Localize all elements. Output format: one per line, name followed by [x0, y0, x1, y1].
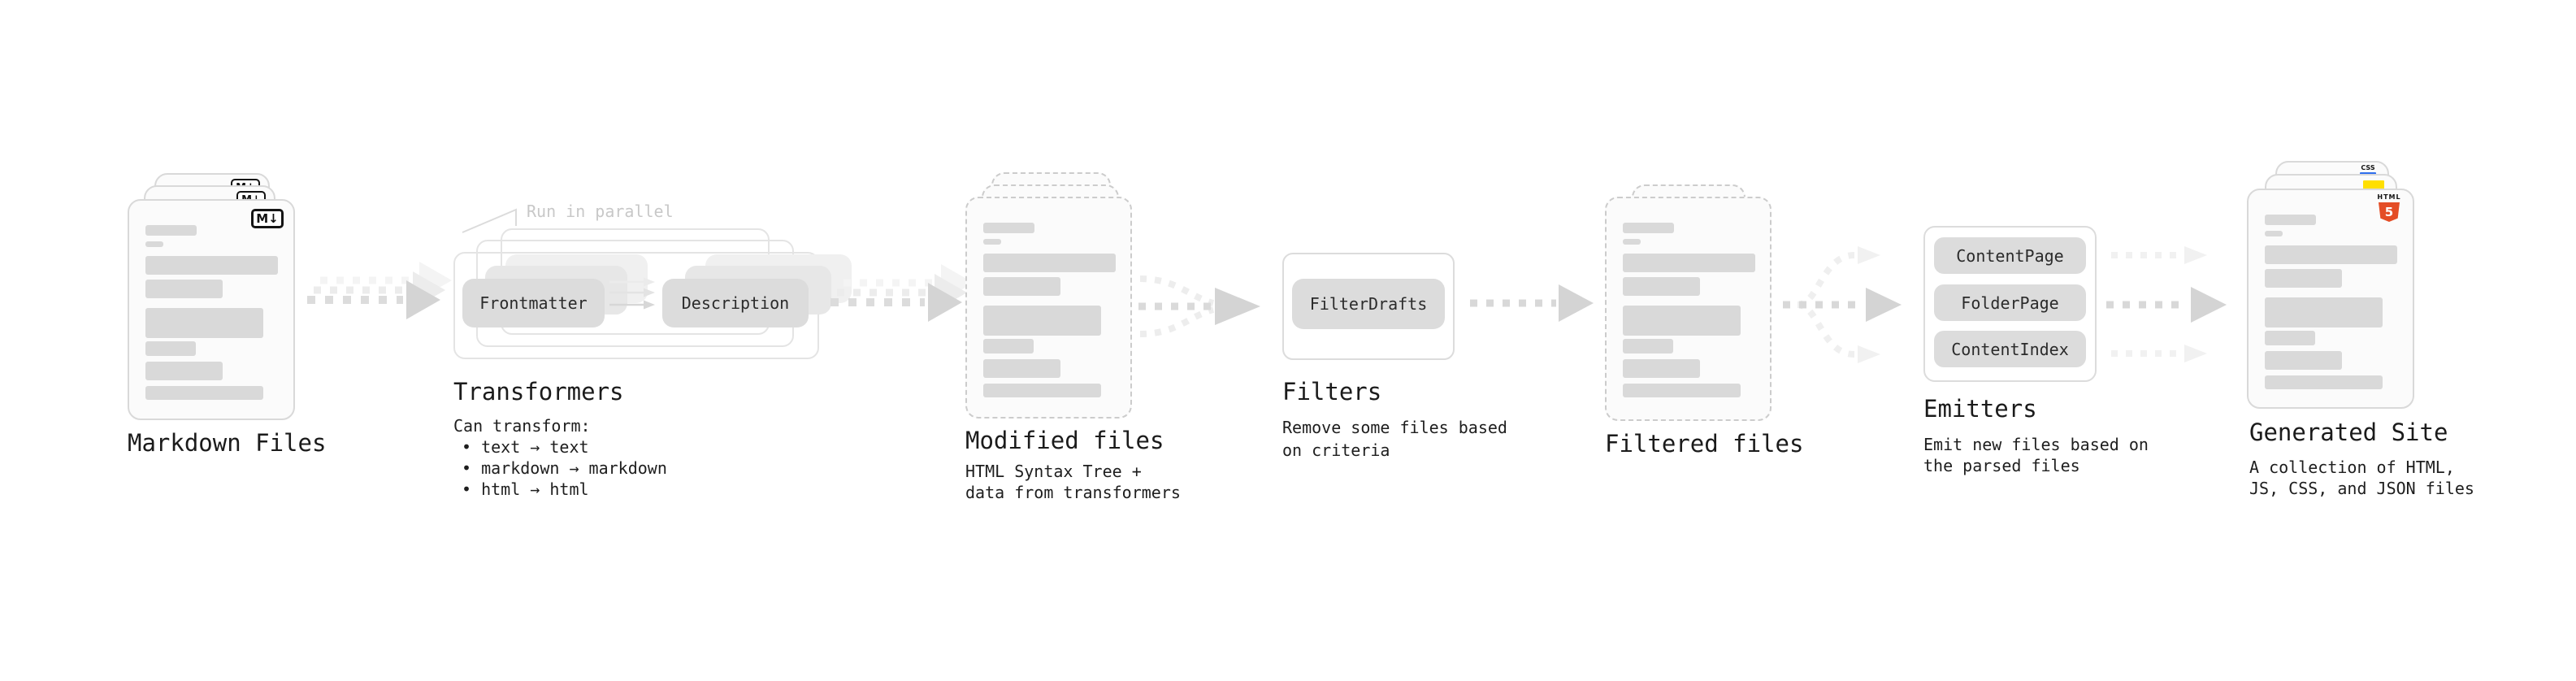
filtered-files-label: Filtered files — [1605, 430, 1804, 458]
frontmatter-pill: Frontmatter — [462, 279, 605, 327]
description-pill: Description — [662, 279, 809, 327]
arrow-filtered-to-emitters — [1783, 246, 1902, 363]
callout-line — [462, 208, 517, 233]
css-file-icon: CSS — [2360, 164, 2376, 175]
bullet-item: • markdown → markdown — [462, 458, 667, 478]
bullet-item: • text → text — [462, 437, 589, 457]
bullet-item: • html → html — [462, 479, 589, 499]
transformers-description: Can transform: • text → text • markdown … — [453, 416, 667, 499]
generated-card-front: HTML 5 — [2247, 189, 2414, 409]
skeleton-bar — [2265, 297, 2383, 327]
run-in-parallel-note: Run in parallel — [527, 202, 674, 221]
skeleton-bar — [145, 241, 163, 247]
modified-files-label: Modified files — [965, 427, 1164, 454]
skeleton-bar — [983, 384, 1101, 397]
skeleton-bar — [145, 341, 196, 356]
html5-icon: HTML 5 — [2377, 194, 2401, 222]
markdown-files-label: Markdown Files — [128, 429, 327, 457]
skeleton-bar — [2265, 231, 2283, 236]
skeleton-bar — [983, 306, 1101, 336]
skeleton-bar — [2265, 375, 2383, 389]
parallel-flow-arrows — [609, 277, 655, 310]
generated-site-label: Generated Site — [2249, 419, 2448, 446]
markdown-icon: M↓ — [251, 209, 284, 228]
skeleton-bar — [2265, 269, 2342, 288]
filterdrafts-pill: FilterDrafts — [1292, 279, 1445, 329]
skeleton-bar — [2265, 351, 2342, 370]
skeleton-bar — [1623, 306, 1741, 336]
skeleton-bar — [983, 223, 1034, 233]
emitters-title: Emitters — [1923, 395, 2037, 423]
css-underline — [2360, 172, 2376, 175]
filters-title: Filters — [1282, 378, 1382, 406]
filters-description: Remove some files based on criteria — [1282, 418, 1507, 460]
skeleton-bar — [145, 256, 278, 275]
skeleton-bar — [1623, 223, 1674, 233]
skeleton-bar — [145, 280, 223, 298]
modified-files-description: HTML Syntax Tree + data from transformer… — [965, 462, 1181, 502]
skeleton-bar — [1623, 239, 1641, 245]
skeleton-bar — [983, 359, 1060, 378]
skeleton-bar — [983, 254, 1116, 272]
skeleton-bar — [983, 239, 1001, 245]
arrow-transformers-to-modified — [830, 264, 974, 322]
markdown-card-front: M↓ — [128, 199, 295, 420]
arrow-markdown-to-transformers — [307, 262, 452, 319]
transformers-title: Transformers — [453, 378, 624, 406]
skeleton-bar — [2265, 215, 2316, 225]
filtered-card-front — [1605, 197, 1772, 421]
folderpage-pill: FolderPage — [1934, 284, 2086, 321]
skeleton-bar — [1623, 277, 1700, 296]
skeleton-bar — [145, 225, 197, 236]
skeleton-bar — [983, 277, 1060, 296]
skeleton-bar — [2265, 331, 2315, 345]
contentpage-pill: ContentPage — [1934, 237, 2086, 274]
js-file-icon — [2363, 180, 2384, 190]
html5-shield: 5 — [2379, 202, 2400, 222]
skeleton-bar — [1623, 384, 1741, 397]
skeleton-bar — [983, 339, 1034, 354]
arrow-filters-to-filtered — [1470, 284, 1594, 322]
skeleton-bar — [2265, 245, 2397, 264]
contentindex-pill: ContentIndex — [1934, 331, 2086, 367]
skeleton-bar — [145, 308, 263, 338]
skeleton-bar — [1623, 339, 1673, 354]
arrow-modified-to-filters — [1138, 275, 1260, 337]
modified-card-front — [965, 197, 1132, 419]
skeleton-bar — [1623, 254, 1755, 272]
generated-site-description: A collection of HTML, JS, CSS, and JSON … — [2249, 458, 2474, 498]
skeleton-bar — [1623, 359, 1700, 378]
arrow-emitters-to-generated — [2106, 246, 2227, 362]
emitters-description: Emit new files based on the parsed files — [1923, 435, 2149, 475]
skeleton-bar — [145, 362, 223, 380]
skeleton-bar — [145, 386, 263, 400]
